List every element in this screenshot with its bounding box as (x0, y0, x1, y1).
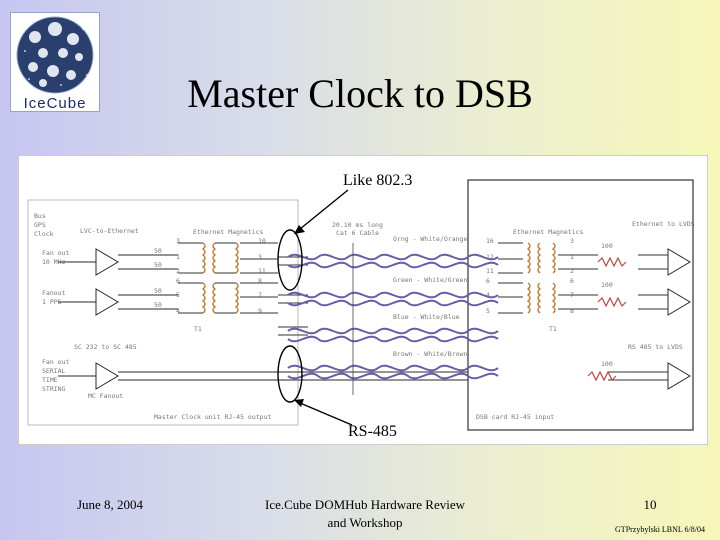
label-pair-brown: Brown - White/Brown (393, 350, 467, 358)
callout-ellipse-top (277, 229, 303, 291)
label-mc-fanout: MC Fanout (88, 392, 123, 400)
left-drivers (58, 248, 468, 390)
ohm-1: 50 (154, 247, 162, 255)
callout-ellipse-bottom (277, 345, 303, 403)
callout-like-802-3: Like 802.3 (343, 172, 412, 189)
pin-ro-1: 3 (570, 237, 574, 245)
termination-resistors (587, 256, 627, 382)
dsb-card-box (467, 179, 694, 431)
label-resistor-1: 100 (601, 242, 613, 250)
pin-ri-6: 5 (486, 307, 490, 315)
label-t1-right: T1 (549, 325, 557, 333)
label-left-footer: Master Clock unit RJ-45 output (154, 413, 271, 421)
ohm-3: 50 (154, 287, 162, 295)
master-clock-box (27, 199, 299, 426)
label-1pps: 1 PPS (42, 298, 62, 306)
pin-l-2: 1 (176, 253, 180, 261)
pin-ri-4: 6 (486, 277, 490, 285)
icecube-logo: IceCube (10, 12, 100, 112)
label-ethernet-lvds: Ethernet to LVDS (632, 220, 695, 228)
label-10mhz: 10 MHz (42, 258, 66, 266)
label-pair-green: Green - White/Green (393, 276, 467, 284)
callout-arrow-top (299, 189, 349, 230)
schematic-diagram: Bus GPS Clock Fan out 10 MHz Fanout 1 PP… (18, 155, 708, 445)
footer-credit: GTPrzybylski LBNL 6/8/04 (615, 525, 705, 534)
pin-lo-3: 11 (258, 267, 266, 275)
label-fanout-1: Fan out (42, 249, 69, 257)
label-pair-orange: Orng - White/Orange (393, 235, 467, 243)
callout-rs-485: RS-485 (348, 423, 397, 440)
pin-ri-1: 16 (486, 237, 494, 245)
page-number: 10 (643, 497, 657, 512)
footer-event: Ice.Cube DOMHub Hardware Review and Work… (250, 496, 480, 532)
label-fanout-2: Fanout (42, 289, 66, 297)
label-cable-length: 20.10 ms long (332, 221, 383, 229)
ohm-4: 50 (154, 301, 162, 309)
schematic-panel (18, 155, 708, 445)
pin-ro-6: 8 (570, 307, 574, 315)
label-rs485-lvds: RS 485 to LVDS (628, 343, 683, 351)
right-magnetics (526, 242, 556, 314)
label-string: STRING (42, 385, 66, 393)
pin-ro-4: 6 (570, 277, 574, 285)
pin-l-4: 6 (176, 277, 180, 285)
left-magnetics (201, 242, 239, 314)
label-serial: SERIAL (42, 367, 66, 375)
label-t1-left: T1 (194, 325, 202, 333)
pin-ri-5: 4 (486, 291, 490, 299)
ohm-2: 50 (154, 261, 162, 269)
label-clock: Clock (34, 230, 54, 238)
pin-l-3: 2 (176, 267, 180, 275)
pin-l-6: 4 (176, 307, 180, 315)
pin-lo-4: 8 (258, 277, 262, 285)
right-magnetics-wires (498, 242, 668, 381)
footer-date: June 8, 2004 (76, 497, 144, 512)
label-fanout-3: Fan out (42, 358, 69, 366)
right-receivers (667, 248, 691, 390)
footer-event-line1: Ice.Cube DOMHub Hardware Review (265, 497, 465, 512)
pin-ri-3: 11 (486, 267, 494, 275)
left-magnetics-wires (178, 242, 308, 336)
label-bus: Bus (34, 212, 46, 220)
pin-ro-2: 1 (570, 253, 574, 261)
twisted-pair-cable (287, 253, 499, 380)
pin-lo-5: 7 (258, 291, 262, 299)
footer-event-line2: and Workshop (327, 515, 403, 530)
pin-ro-3: 2 (570, 267, 574, 275)
pin-lo-2: 3 (258, 253, 262, 261)
logo-text: IceCube (23, 95, 87, 112)
label-left-magnetics: Ethernet Magnetics (193, 228, 264, 236)
pin-lo-6: 9 (258, 307, 262, 315)
pin-l-1: 3 (176, 237, 180, 245)
label-pair-blue: Blue - White/Blue (393, 313, 460, 321)
label-time: TIME (42, 376, 58, 384)
label-lvc-ethernet: LVC-to-Ethernet (80, 227, 139, 235)
label-resistor-2: 100 (601, 281, 613, 289)
label-gps: GPS (34, 221, 46, 229)
label-sc232: SC 232 to SC 485 (74, 343, 137, 351)
label-right-magnetics: Ethernet Magnetics (513, 228, 584, 236)
slide-title: Master Clock to DSB (187, 71, 533, 116)
pin-ri-2: 12 (486, 253, 494, 261)
label-right-footer: DSB card RJ-45 input (476, 413, 554, 421)
label-resistor-3: 100 (601, 360, 613, 368)
label-cable-type: Cat 6 Cable (336, 229, 379, 237)
pin-lo-1: 10 (258, 237, 266, 245)
icecube-logo-icon (16, 16, 94, 94)
callout-arrow-bottom (299, 402, 353, 426)
